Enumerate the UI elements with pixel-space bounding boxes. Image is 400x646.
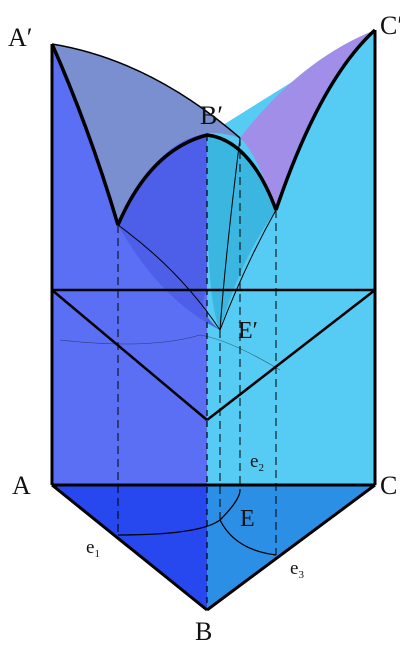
label-B-prime: B′	[200, 101, 223, 130]
label-E-prime: E′	[238, 318, 258, 344]
label-A: A	[12, 471, 31, 500]
liquidus-surface-A	[52, 44, 240, 225]
label-B: B	[195, 617, 212, 646]
label-e3: e3	[290, 558, 304, 581]
label-A-prime: A′	[8, 23, 32, 52]
liquidus-surface-B-left	[118, 135, 220, 330]
label-C: C	[380, 471, 397, 500]
label-C-prime: C′	[380, 11, 400, 40]
label-E: E	[240, 506, 255, 532]
prism-edges	[50, 28, 377, 612]
label-e2: e2	[250, 451, 264, 474]
label-e1: e1	[86, 537, 100, 560]
liquidus-surface-C	[240, 30, 375, 210]
